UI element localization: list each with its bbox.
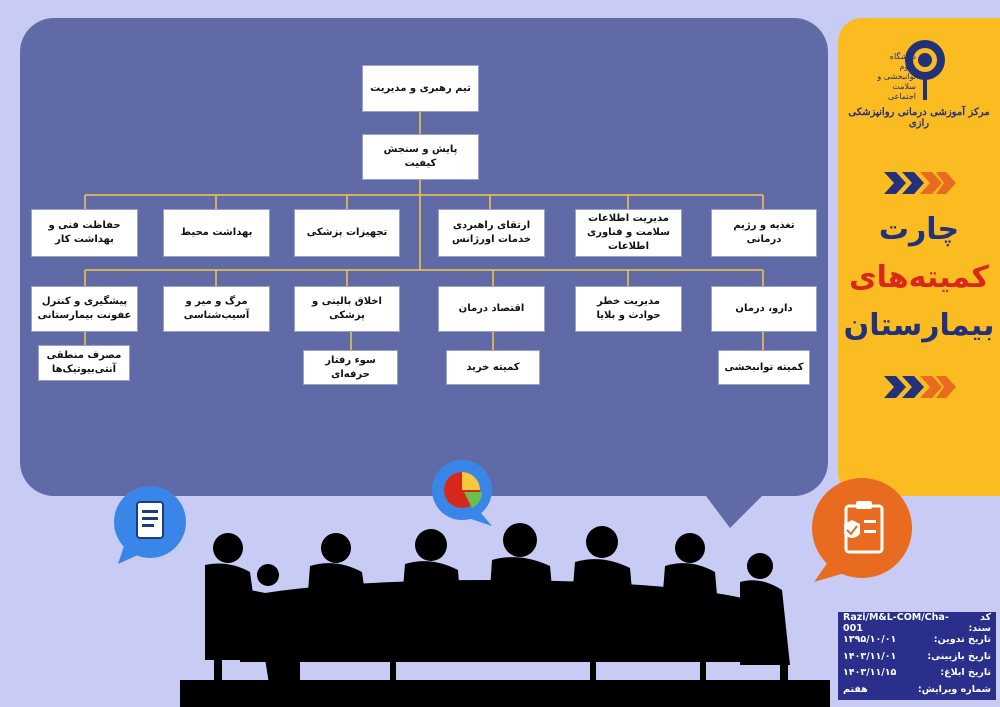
doc-code-row: کد سند: Razi/M&L-COM/Cha-001	[843, 612, 991, 635]
doc-issued-label: تاریخ ابلاغ:	[940, 667, 991, 679]
document-info-panel: کد سند: Razi/M&L-COM/Cha-001 تاریخ تدوین…	[838, 612, 996, 700]
doc-compiled-row: تاریخ تدوین: ۱۳۹۵/۱۰/۰۱	[843, 632, 991, 649]
box-mortality: مرگ و میر و آسیب‌شناسی	[163, 286, 270, 332]
doc-edition-label: شماره ویرایش:	[917, 683, 991, 695]
box-rehabilitation: کمیته توانبخشی	[718, 350, 810, 385]
box-health-economics: اقتصاد درمان	[438, 286, 545, 332]
document-icon	[114, 486, 186, 564]
doc-revised-row: تاریخ بازبینی: ۱۴۰۳/۱۱/۰۱	[843, 648, 991, 665]
connector-lines	[84, 112, 764, 350]
doc-issued-row: تاریخ ابلاغ: ۱۴۰۳/۱۱/۱۵	[843, 665, 991, 682]
box-clinical-ethics: اخلاق بالینی و پزشکی	[294, 286, 400, 332]
box-nutrition: تغذیه و رژیم درمانی	[711, 209, 817, 257]
box-infection-control: پیشگیری و کنترل عفونت بیمارستانی	[31, 286, 138, 332]
box-quality-monitoring: پایش و سنجش کیفیت	[362, 134, 479, 180]
center-name: مرکز آموزشی درمانی روانپزشکی رازی	[848, 107, 990, 129]
doc-compiled-value: ۱۳۹۵/۱۰/۰۱	[843, 634, 897, 646]
doc-edition-value: هفتم	[843, 683, 868, 695]
chart-bubble-tail	[700, 488, 770, 528]
doc-compiled-label: تاریخ تدوین:	[933, 634, 991, 646]
doc-code-label: کد سند:	[968, 612, 991, 635]
box-pharmacy: دارو، درمان	[711, 286, 817, 332]
chevron-arrows-icon	[884, 376, 956, 398]
doc-revised-label: تاریخ بازبینی:	[927, 650, 991, 662]
doc-code-value: Razi/M&L-COM/Cha-001	[843, 612, 949, 635]
box-professional-misconduct: سوء رفتار حرفه‌ای	[303, 350, 398, 385]
box-antibiotic-use: مصرف منطقی آنتی‌بیوتیک‌ها	[38, 345, 130, 381]
checklist-icon	[812, 478, 912, 582]
title-line-3: بیمارستان	[843, 308, 995, 343]
doc-issued-value: ۱۴۰۳/۱۱/۱۵	[843, 667, 897, 679]
box-emergency-services: ارتقای راهبردی خدمات اورژانس	[438, 209, 545, 257]
doc-revised-value: ۱۴۰۳/۱۱/۰۱	[843, 650, 897, 662]
box-environmental-health: بهداشت محیط	[163, 209, 270, 257]
title-line-2: کمیته‌های	[849, 260, 989, 295]
sidebar-panel	[838, 18, 1000, 496]
box-occupational-safety: حفاظت فنی و بهداشت کار	[31, 209, 138, 257]
title-line-1: چارت	[878, 212, 960, 247]
doc-edition-row: شماره ویرایش: هفتم	[843, 681, 991, 698]
box-leadership-team: تیم رهبری و مدیریت	[362, 65, 479, 112]
box-disaster-risk: مدیریت خطر حوادث و بلایا	[575, 286, 682, 332]
university-name: دانشگاه علوم توانبخشی و سلامت اجتماعی	[877, 52, 916, 101]
box-purchasing: کمیته خرید	[446, 350, 540, 385]
box-medical-equipment: تجهیزات پزشکی	[294, 209, 400, 257]
university-logo-icon	[905, 40, 945, 100]
meeting-silhouette	[180, 523, 830, 707]
pie-chart-icon	[432, 460, 492, 526]
box-health-information: مدیریت اطلاعات سلامت و فناوری اطلاعات	[575, 209, 682, 257]
chevron-arrows-icon	[884, 172, 956, 194]
